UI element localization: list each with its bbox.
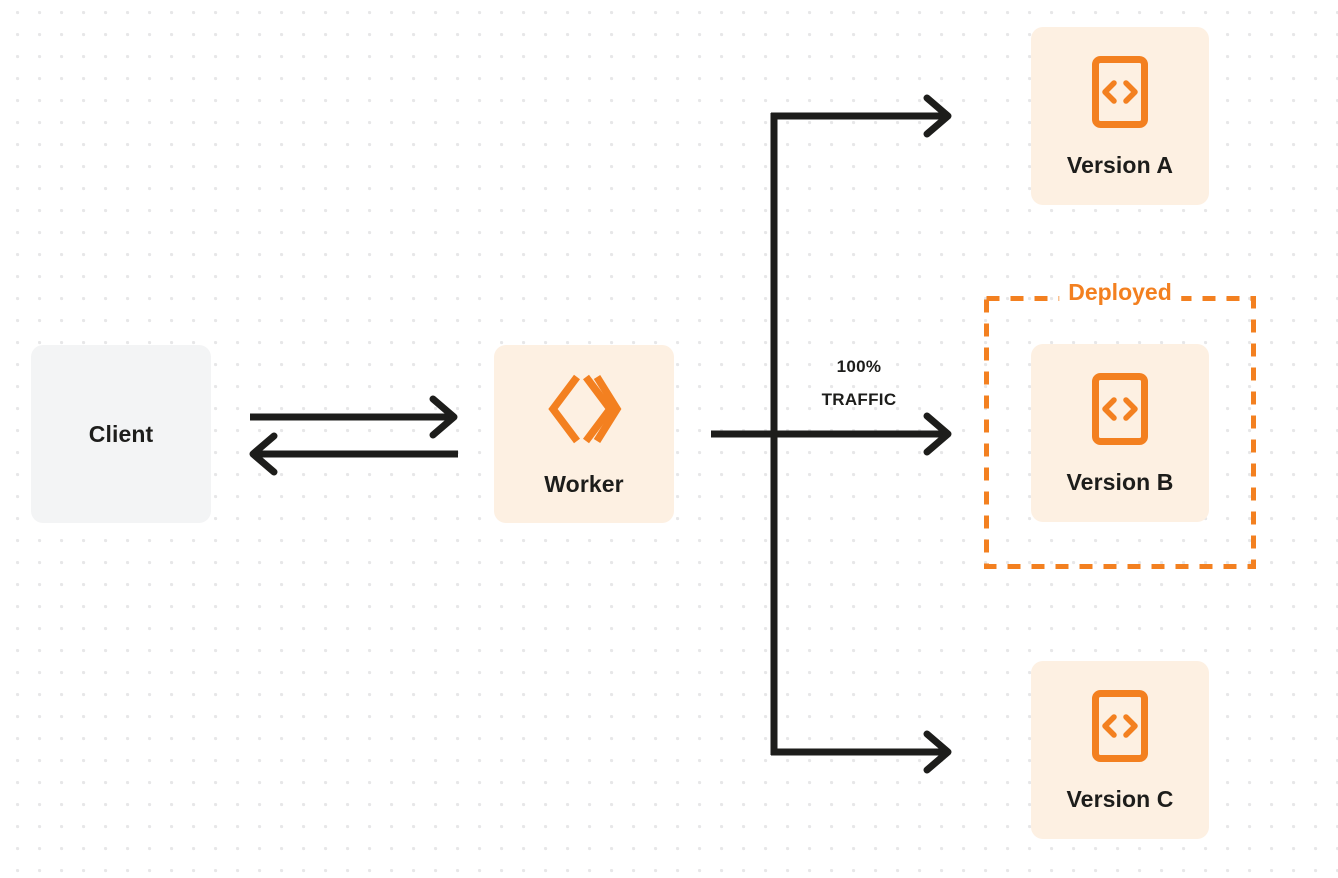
code-file-icon (1091, 689, 1149, 768)
traffic-percentage-label: 100% TRAFFIC (783, 350, 935, 416)
traffic-word: TRAFFIC (821, 390, 897, 410)
group-deployed: Deployed (984, 281, 1256, 569)
group-deployed-label: Deployed (1059, 281, 1181, 304)
edge-worker-to-client (249, 432, 458, 476)
traffic-percent-value: 100% (836, 357, 882, 376)
code-file-icon (1091, 372, 1149, 451)
node-version-c-label: Version C (1066, 786, 1174, 812)
edge-client-to-worker (250, 395, 458, 439)
deployed-dashed-border (984, 296, 1256, 569)
node-version-b[interactable]: Version B (1031, 344, 1209, 522)
node-version-a-label: Version A (1066, 152, 1174, 178)
node-worker[interactable]: Worker (494, 345, 674, 523)
cloudflare-workers-icon (546, 372, 622, 451)
node-client[interactable]: Client (31, 345, 211, 523)
node-version-a[interactable]: Version A (1031, 27, 1209, 205)
edge-worker-to-versions (711, 94, 952, 774)
code-file-icon (1091, 55, 1149, 134)
node-worker-label: Worker (544, 471, 624, 497)
node-version-b-label: Version B (1066, 469, 1174, 495)
node-version-c[interactable]: Version C (1031, 661, 1209, 839)
node-client-label: Client (88, 420, 154, 447)
